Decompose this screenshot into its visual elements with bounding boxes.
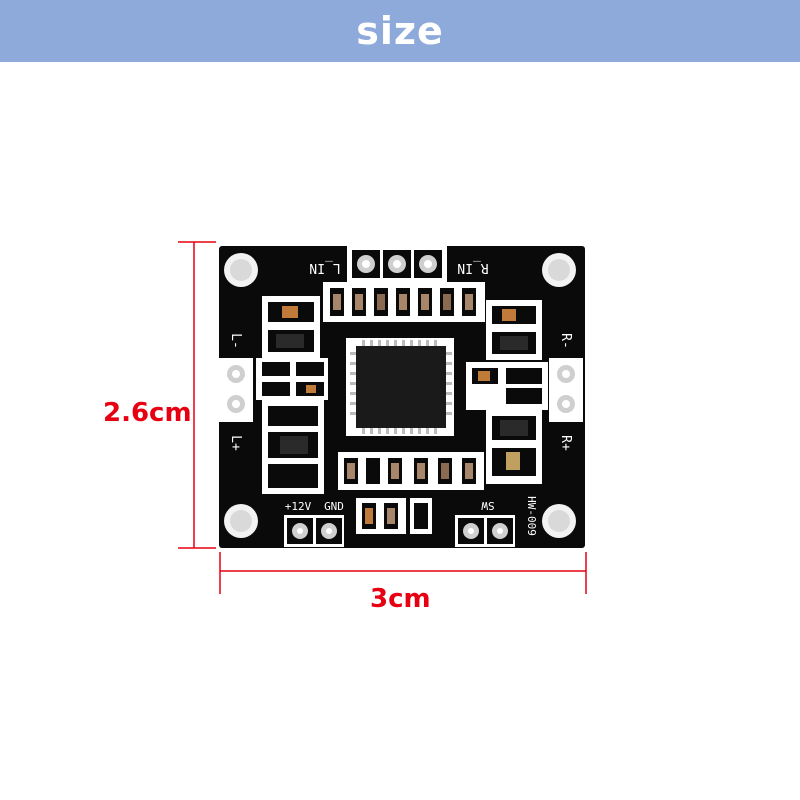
left-components	[256, 296, 328, 494]
gnd-label: GND	[324, 500, 344, 513]
left-output-header	[219, 358, 253, 422]
mounting-hole	[542, 504, 576, 538]
model-label: HW-009	[525, 496, 538, 536]
amplifier-board: L_IN R_IN L- L+ R- R+ +12V GND SW HW-009	[219, 246, 585, 548]
top-capacitors	[323, 282, 485, 322]
switch-header	[455, 515, 515, 547]
width-dimension-line	[219, 552, 587, 594]
mounting-hole	[542, 253, 576, 287]
height-dimension-line	[178, 241, 216, 549]
r-minus-label: R-	[558, 333, 573, 349]
power-header	[284, 515, 344, 547]
banner-title: size	[356, 9, 444, 53]
power-12v-label: +12V	[285, 500, 312, 513]
sw-label: SW	[481, 499, 495, 512]
bottom-components	[338, 452, 484, 534]
title-banner: size	[0, 0, 800, 62]
l-minus-label: L-	[228, 333, 243, 349]
mounting-hole	[224, 504, 258, 538]
l-in-label: L_IN	[309, 260, 340, 275]
l-plus-label: L+	[228, 435, 243, 451]
input-header	[347, 246, 447, 282]
height-label: 2.6cm	[103, 398, 192, 428]
width-label: 3cm	[370, 584, 431, 614]
amplifier-chip	[346, 338, 454, 436]
right-components	[466, 300, 548, 484]
r-in-label: R_IN	[457, 260, 488, 275]
mounting-hole	[224, 253, 258, 287]
right-output-header	[549, 358, 583, 422]
r-plus-label: R+	[558, 435, 573, 451]
